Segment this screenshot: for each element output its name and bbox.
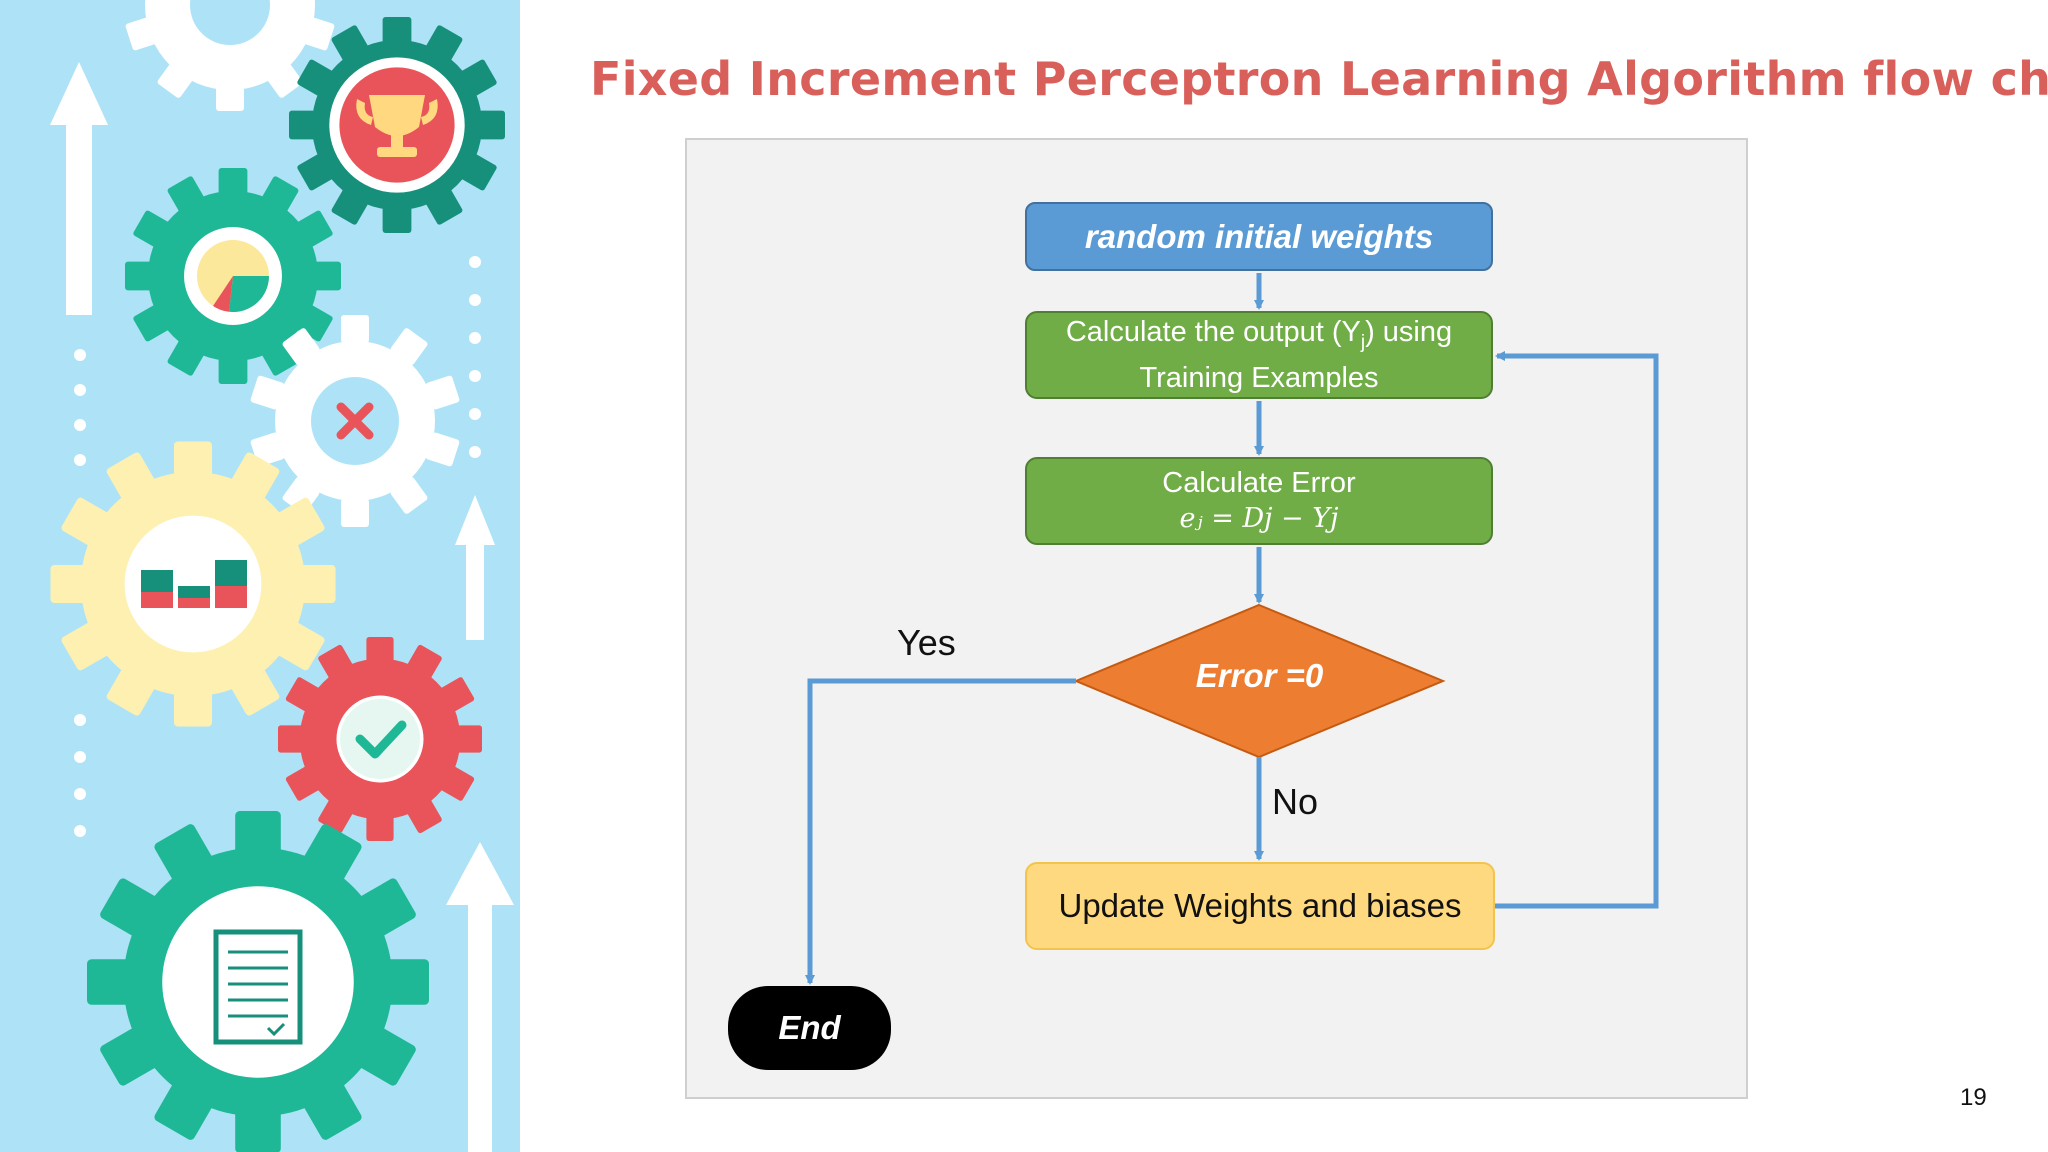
- gear-icon: [124, 0, 336, 111]
- yes-edge-label: Yes: [897, 622, 956, 663]
- page-number: 19: [1960, 1084, 1987, 1111]
- flowchart-panel: random initial weights Calculate the out…: [685, 138, 1748, 1099]
- up-arrow-icon: [446, 842, 514, 1152]
- error-formula: eⱼ = Dj − Yj: [1179, 503, 1339, 534]
- calculate-output-line2: Training Examples: [1139, 362, 1379, 395]
- up-arrow-icon: [50, 62, 108, 315]
- update-weights-label: Update Weights and biases: [1058, 887, 1462, 924]
- up-arrow-icon: [455, 495, 495, 640]
- start-node: random initial weights: [1025, 202, 1493, 271]
- slide-title: Fixed Increment Perceptron Learning Algo…: [590, 52, 2048, 106]
- trophy-icon: [356, 95, 438, 157]
- gear-icon: [50, 441, 336, 727]
- end-node-label: End: [778, 1009, 841, 1046]
- calculate-error-node: Calculate Error eⱼ = Dj − Yj: [1025, 457, 1493, 545]
- update-weights-node: Update Weights and biases: [1025, 862, 1495, 950]
- calculate-error-label: Calculate Error: [1162, 467, 1356, 499]
- arrow-update-loop-back: [1495, 351, 1659, 909]
- calculate-output-line1: Calculate the output (Yj) using: [1065, 315, 1453, 353]
- start-node-label: random initial weights: [1084, 217, 1434, 255]
- x-mark-icon: [336, 402, 374, 440]
- calculate-output-node: Calculate the output (Yj) using Training…: [1025, 311, 1493, 399]
- end-node: End: [728, 986, 891, 1070]
- decision-label: Error =0: [1195, 657, 1324, 694]
- checkmark-icon: [340, 699, 420, 779]
- dot-column: [74, 256, 481, 837]
- pie-chart-icon: [197, 240, 269, 313]
- decorative-sidebar: [0, 0, 520, 1152]
- bar-chart-icon: [141, 560, 247, 608]
- clipboard-icon: [213, 929, 303, 1045]
- arrow-yes-to-end: [805, 678, 1076, 985]
- no-edge-label: No: [1272, 781, 1319, 822]
- flowchart-connectors: [805, 273, 1659, 985]
